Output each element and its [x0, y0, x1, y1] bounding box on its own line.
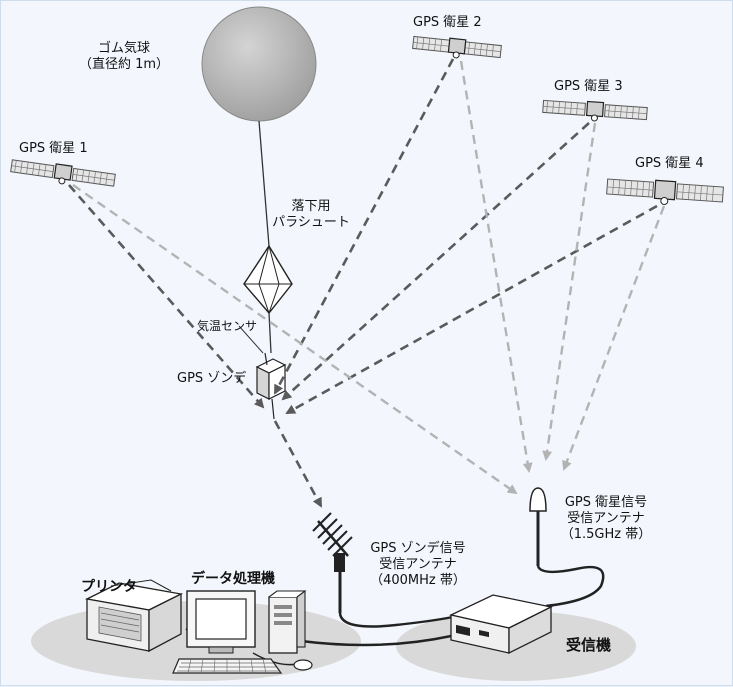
- arrow-sat4-to-gps-antenna: [562, 205, 666, 471]
- parachute-line1: 落下用: [291, 199, 331, 214]
- printer-device: [84, 579, 184, 653]
- sensor-pointer: [238, 325, 264, 354]
- receiver-device: [449, 594, 553, 655]
- gps-signal-arrows: [72, 60, 666, 495]
- satellite-4-label: GPS 衛星 4: [635, 156, 704, 171]
- sonde-antenna-line1: GPS ゾンデ信号: [370, 541, 466, 556]
- sonde-antenna-line2: 受信アンテナ: [379, 557, 457, 572]
- gps-dome-antenna-icon: [529, 487, 547, 566]
- gps-antenna-label: GPS 衛星信号 受信アンテナ （1.5GHz 帯）: [553, 495, 659, 543]
- gps-antenna-line3: （1.5GHz 帯）: [560, 527, 652, 542]
- cable-gps-antenna-to-receiver: [536, 565, 605, 608]
- mouse-device: [293, 659, 313, 671]
- parachute-label: 落下用 パラシュート: [251, 199, 371, 231]
- satellite-3-icon: [542, 99, 648, 122]
- balloon-string: [258, 120, 270, 247]
- gps-antenna-line1: GPS 衛星信号: [564, 495, 648, 510]
- arrow-sat1-to-gps-antenna: [72, 184, 518, 495]
- arrow-sat2-to-gps-antenna: [459, 60, 533, 473]
- sonde-antenna-line3: （400MHz 帯）: [370, 573, 466, 588]
- arrow-sat2-to-sonde: [273, 58, 455, 395]
- cable-receiver-to-computer: [300, 634, 452, 647]
- balloon-title: ゴム気球: [97, 41, 150, 56]
- sonde-antenna-label: GPS ゾンデ信号 受信アンテナ （400MHz 帯）: [359, 541, 477, 589]
- balloon: [201, 6, 317, 122]
- sonde-signal-arrows: [68, 58, 658, 508]
- computer-label: データ処理機: [191, 571, 275, 587]
- satellite-3-label: GPS 衛星 3: [554, 79, 623, 94]
- keyboard-device: [172, 658, 283, 674]
- balloon-size: （直径約 1m）: [78, 57, 170, 72]
- parachute: [243, 244, 293, 315]
- sonde-string: [268, 312, 272, 354]
- satellite-1-icon: [10, 159, 116, 187]
- sonde-label: GPS ゾンデ: [177, 371, 247, 386]
- parachute-line2: パラシュート: [272, 215, 350, 230]
- gps-antenna-line2: 受信アンテナ: [567, 511, 645, 526]
- arrow-sat3-to-gps-antenna: [542, 122, 597, 461]
- satellite-4-icon: [606, 178, 724, 205]
- yagi-antenna-icon: [312, 512, 353, 613]
- monitor-device: [186, 590, 256, 654]
- receiver-label: 受信機: [566, 636, 612, 654]
- satellite-2-icon: [412, 35, 502, 59]
- arrow-sat4-to-sonde: [285, 204, 658, 415]
- sensor-label: 気温センサ: [197, 319, 258, 333]
- arrow-sat1-to-sonde: [68, 184, 265, 409]
- satellite-2-label: GPS 衛星 2: [413, 15, 482, 30]
- arrow-sonde-to-antenna: [273, 420, 323, 508]
- balloon-label: ゴム気球 （直径約 1m）: [69, 41, 179, 73]
- computer-tower-device: [268, 590, 307, 654]
- satellite-1-label: GPS 衛星 1: [19, 141, 88, 156]
- gps-sonde-device: [255, 352, 287, 420]
- printer-label: プリンタ: [81, 579, 137, 595]
- arrow-sat3-to-sonde: [281, 122, 590, 401]
